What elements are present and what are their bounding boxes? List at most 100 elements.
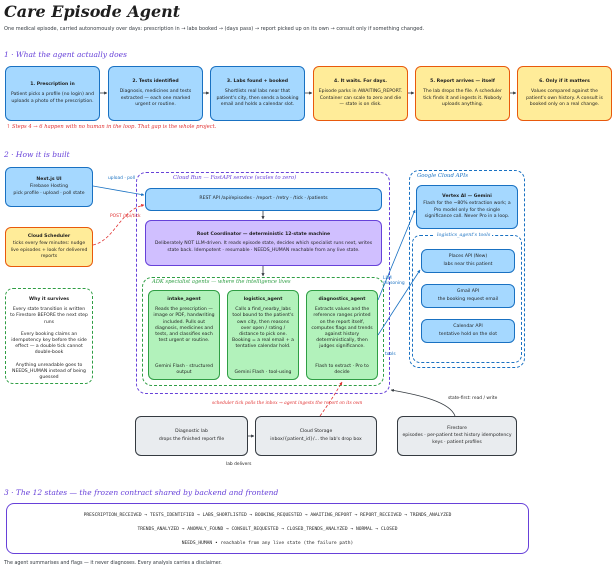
diagnostic-lab-body: drops the finished report file <box>158 436 225 442</box>
logistics-agent-model: Gemini Flash · tool-using <box>234 369 292 375</box>
gmail-api-title: Gmail API <box>456 289 480 295</box>
step-1-box: 1. Prescription in Patient picks a profi… <box>5 66 100 121</box>
cloud-scheduler-box: Cloud Scheduler ticks every few minutes:… <box>5 227 93 267</box>
survives-line-3: Anything unreadable goes to NEEDS_HUMAN … <box>12 362 86 380</box>
calendar-api-body: tentative hold on the slot <box>438 331 498 337</box>
cloud-scheduler-body: ticks every few minutes: nudge live epis… <box>10 241 88 259</box>
cloud-run-label: Cloud Run — FastAPI service (scales to z… <box>171 175 299 181</box>
diagnostics-agent-title: diagnostics_agent <box>318 297 366 302</box>
intake-agent-title: intake_agent <box>167 297 201 302</box>
firestore-box: Firestore episodes · per-patient test hi… <box>397 416 517 456</box>
arrow-storage-agents <box>319 381 343 417</box>
step-4-box: 4. It waits. For days. Episode parks in … <box>313 66 408 121</box>
nextjs-ui-box: Next.js UI Firebase Hosting pick profile… <box>5 167 93 207</box>
nextjs-ui-body: Firebase Hosting pick profile · upload ·… <box>13 184 85 196</box>
logistics-tools-label: logistics_agent's tools <box>435 233 493 238</box>
lab-delivers-label: lab delivers <box>226 462 252 467</box>
step-3-box: 3. Labs found + booked Shortlists real l… <box>210 66 305 121</box>
firestore-body: episodes · per-patient test history idem… <box>402 433 512 445</box>
diagnostic-lab-box: Diagnostic lab drops the finished report… <box>135 416 248 456</box>
step-5-box: 5. Report arrives — itself The lab drops… <box>415 66 510 121</box>
cloud-run-frame <box>136 172 390 394</box>
footer-disclaimer: The agent summarises and flags — it neve… <box>4 561 222 566</box>
section-2-heading: 2 · How it is built <box>4 150 70 159</box>
page-subtitle: One medical episode, carried autonomousl… <box>4 26 425 32</box>
adk-agents-frame <box>142 277 384 386</box>
survives-line-2: Every booking claims an idempotency key … <box>11 331 87 356</box>
diagnostic-lab-title: Diagnostic lab <box>175 429 208 435</box>
step-5-body: The lab drops the file. A scheduler tick… <box>423 89 502 107</box>
llm-reasoning-label: LLM reasoning <box>383 276 405 286</box>
places-api-body: labs near this patient <box>443 261 493 267</box>
rest-api-text: REST API /api/episodes · /report · /retr… <box>199 196 328 202</box>
section-1-heading: 1 · What the agent actually does <box>4 50 127 59</box>
calendar-api-box: Calendar API tentative hold on the slot <box>421 319 515 343</box>
gmail-api-body: the booking request email <box>437 296 499 302</box>
diagnostics-agent-body: Extracts values and the reference ranges… <box>311 307 373 350</box>
firestore-title: Firestore <box>447 426 467 432</box>
root-coordinator-box: Root Coordinator — deterministic 12-stat… <box>145 220 382 266</box>
states-line-3: NEEDS_HUMAN • reachable from any live st… <box>181 541 354 546</box>
cloud-scheduler-title: Cloud Scheduler <box>27 234 71 240</box>
survives-line-1: Every state transition is written to Fir… <box>10 307 88 325</box>
up-arrow-icon: ↑ <box>6 124 11 130</box>
step-2-title: 2. Tests identified <box>132 79 179 85</box>
step-4-body: Episode parks in AWAITING_REPORT. Contai… <box>318 89 403 107</box>
states-box: PRESCRIPTION_RECEIVED → TESTS_IDENTIFIED… <box>6 503 529 554</box>
cloud-storage-box: Cloud Storage inbox/{patient_id}/... the… <box>255 416 377 456</box>
step-2-body: Diagnosis, medicines and tests extracted… <box>119 89 192 107</box>
arrow-agents-tools <box>377 269 421 336</box>
step-6-body: Values compared against the patient's ow… <box>526 89 603 107</box>
calendar-api-title: Calendar API <box>453 324 483 330</box>
adk-agents-label: ADK specialist agents — where the intell… <box>150 279 293 285</box>
intake-agent-model: Gemini Flash · structured output <box>155 363 213 375</box>
state-rw-label: state-first: read / write <box>448 396 498 401</box>
vertex-ai-body: Flash for the ~80% extraction work; a Pr… <box>423 201 511 219</box>
intake-agent-body: Reads the prescription — image or PDF, h… <box>153 307 215 344</box>
section-3-heading: 3 · The 12 states — the frozen contract … <box>4 488 279 497</box>
cloud-storage-body: inbox/{patient_id}/... the lab's drop bo… <box>270 436 362 442</box>
arrow-agents-vertex <box>377 209 416 301</box>
logistics-agent-body: Calls a find_nearby_labs tool bound to t… <box>232 307 294 350</box>
scheduler-polls-label: scheduler tick polls the inbox → agent i… <box>212 401 363 406</box>
page-title: Care Episode Agent <box>4 2 181 21</box>
step-1-title: 1. Prescription in <box>30 82 75 88</box>
step-3-title: 3. Labs found + booked <box>226 79 289 85</box>
why-it-survives-title: Why it survives <box>29 297 69 302</box>
steps-note: ↑ Steps 4 → 6 happen with no human in th… <box>6 124 216 130</box>
logistics-agent-box: logistics_agent Calls a find_nearby_labs… <box>227 290 299 380</box>
gmail-api-box: Gmail API the booking request email <box>421 284 515 308</box>
step-1-body: Patient picks a profile (no login) and u… <box>11 92 94 104</box>
vertex-ai-title: Vertex AI — Gemini <box>442 194 492 200</box>
step-4-title: 4. It waits. For days. <box>334 79 387 85</box>
tools-label: tools <box>385 352 396 357</box>
step-2-box: 2. Tests identified Diagnosis, medicines… <box>108 66 203 121</box>
google-apis-label: Google Cloud APIs <box>415 173 471 179</box>
nextjs-ui-title: Next.js UI <box>36 177 62 183</box>
google-apis-frame <box>409 170 525 368</box>
upload-poll-label: upload · poll <box>108 176 136 181</box>
rest-api-box: REST API /api/episodes · /report · /retr… <box>145 188 382 211</box>
root-coordinator-title: Root Coordinator — deterministic 12-stat… <box>196 232 331 238</box>
post-tick-label: POST /api/tick <box>110 214 141 219</box>
places-api-title: Places API (New) <box>448 254 488 260</box>
diagnostics-agent-model: Flash to extract · Pro to decide <box>315 363 369 375</box>
cloud-storage-title: Cloud Storage <box>299 429 333 435</box>
root-coordinator-body: Deliberately NOT LLM-driven. It reads ep… <box>154 241 373 253</box>
step-6-title: 6. Only if it matters <box>539 79 590 85</box>
vertex-ai-box: Vertex AI — Gemini Flash for the ~80% ex… <box>416 185 518 229</box>
step-6-box: 6. Only if it matters Values compared ag… <box>517 66 612 121</box>
diagnostics-agent-box: diagnostics_agent Extracts values and th… <box>306 290 378 380</box>
step-3-body: Shortlists real labs near that patient's… <box>216 89 299 107</box>
step-5-title: 5. Report arrives — itself <box>430 79 495 85</box>
intake-agent-box: intake_agent Reads the prescription — im… <box>148 290 220 380</box>
places-api-box: Places API (New) labs near this patient <box>421 249 515 273</box>
states-line-1: PRESCRIPTION_RECEIVED → TESTS_IDENTIFIED… <box>83 513 452 518</box>
logistics-agent-title: logistics_agent <box>243 297 283 302</box>
states-line-2: TRENDS_ANALYZED → ANOMALY_FOUND → CONSUL… <box>137 527 398 532</box>
arrow-firestore-cloudrun <box>390 388 456 417</box>
arrow-nextjs-rest <box>92 185 145 197</box>
why-it-survives-box: Why it survives Every state transition i… <box>5 288 93 384</box>
arrow-scheduler-tick <box>92 204 145 246</box>
